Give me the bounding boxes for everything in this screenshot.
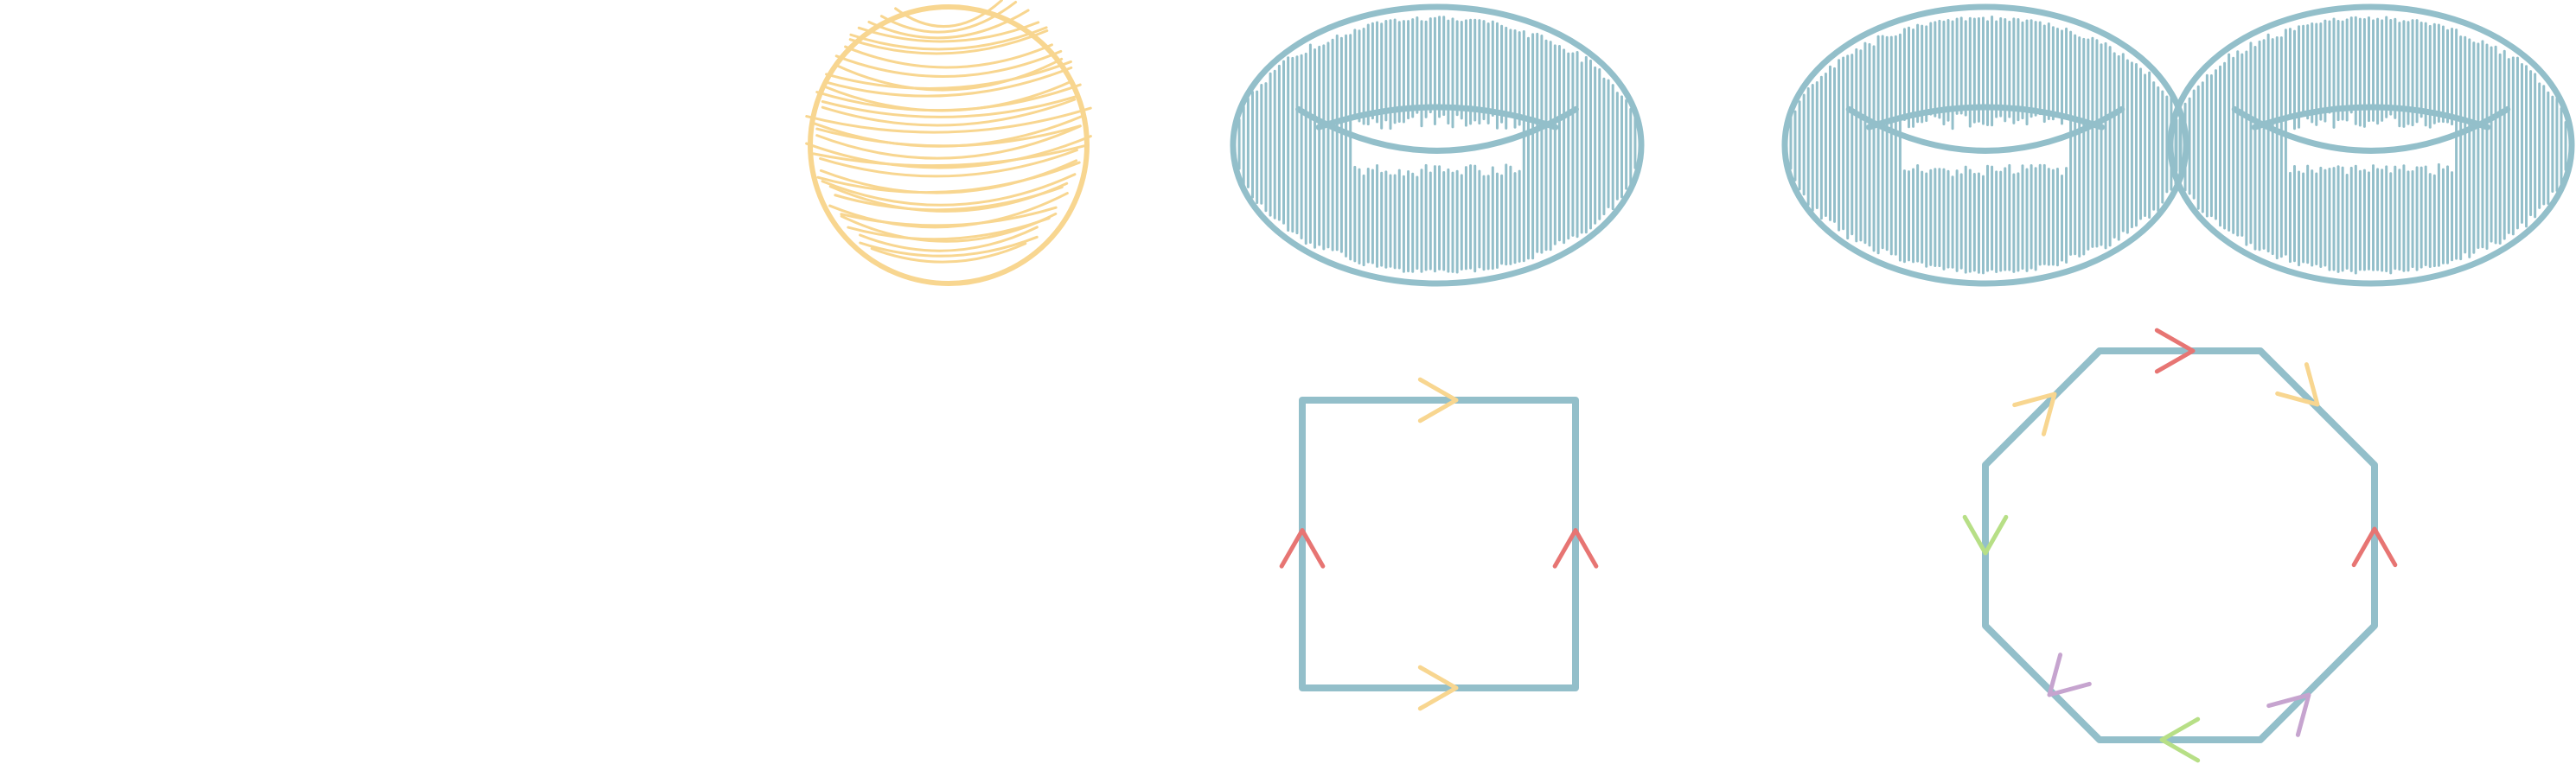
torus-hole-top <box>1315 104 1559 131</box>
sphere-hatch-stroke <box>870 242 1027 264</box>
sphere-hatch-stroke <box>848 29 1049 55</box>
octagon-outline <box>1982 347 2378 743</box>
sphere-hatch-stroke <box>859 235 1039 258</box>
sphere-hatch-stroke <box>834 57 1064 92</box>
sphere-hatch-stroke <box>844 43 1053 69</box>
sphere-hatch-stroke <box>824 66 1073 98</box>
square-outline <box>1299 397 1579 691</box>
torus-outline <box>1230 3 1645 287</box>
octagon-edge-arrow-top-left <box>2012 392 2057 436</box>
octagon-edge-arrow-bottom-left <box>2047 653 2092 697</box>
sphere-hatch-stroke <box>812 144 1085 168</box>
square-edge-arrow-left <box>1279 528 1326 569</box>
hatched-double-torus <box>1781 3 2575 287</box>
sphere-hatch-stroke <box>816 161 1081 194</box>
octagon-edge-arrow-top-right <box>2275 362 2320 407</box>
double-torus-left-outline <box>1781 3 2189 287</box>
sphere-hatch-stroke <box>821 98 1077 127</box>
square-edge-arrow-right <box>1552 528 1599 569</box>
double-torus-right-hole-top <box>2251 104 2491 131</box>
sphere-hatch-stroke <box>815 124 1082 148</box>
sphere-hatch-stroke <box>834 49 1063 78</box>
sphere-hatch-stroke <box>859 226 1039 252</box>
sphere-hatch-stroke <box>821 95 1077 118</box>
octagon-edge-arrow-top <box>2154 328 2196 374</box>
double-torus-right-outline <box>2167 3 2575 287</box>
double-torus-left-hole-bottom <box>1845 105 2125 154</box>
square-edge-arrow-bottom <box>1417 665 1459 711</box>
sphere-hatch-stroke <box>849 26 1048 51</box>
octagon-edge-arrow-left <box>1962 514 2009 556</box>
sphere-hatch-stroke <box>847 216 1051 241</box>
double-torus-left-hole-top <box>1865 104 2106 131</box>
octagon-edge-arrow-bottom-right <box>2266 692 2311 737</box>
square-fundamental-polygon <box>1279 377 1599 711</box>
sphere-hatch-stroke <box>867 9 1030 40</box>
sphere-hatch-stroke <box>828 192 1069 229</box>
sphere-hatch-stroke <box>819 149 1078 178</box>
hatched-torus <box>1230 3 1645 287</box>
sphere-hatch-stroke <box>894 0 1003 29</box>
square-edge-arrow-top <box>1417 377 1459 423</box>
octagon-edge-arrow-right <box>2351 526 2398 568</box>
double-torus-right-hole-bottom <box>2231 105 2511 154</box>
octagon-edge-arrow-bottom <box>2159 716 2201 763</box>
hatched-sphere <box>805 0 1092 286</box>
sphere-hatch-stroke <box>815 83 1082 112</box>
sphere-hatch-stroke <box>857 21 1040 43</box>
octagon-fundamental-polygon <box>1962 328 2398 763</box>
torus-hole-bottom <box>1295 105 1579 154</box>
sphere-hatch-stroke <box>825 60 1072 90</box>
sphere-hatch-stroke <box>805 106 1092 134</box>
sphere-hatch-stroke <box>834 185 1064 212</box>
sphere-hatch-stroke <box>879 0 1018 34</box>
sphere-hatch-stroke <box>805 135 1092 169</box>
sphere-hatch-stroke <box>840 206 1058 227</box>
sphere-hatch-stroke <box>815 124 1082 160</box>
sphere-hatch-stroke <box>821 173 1077 207</box>
